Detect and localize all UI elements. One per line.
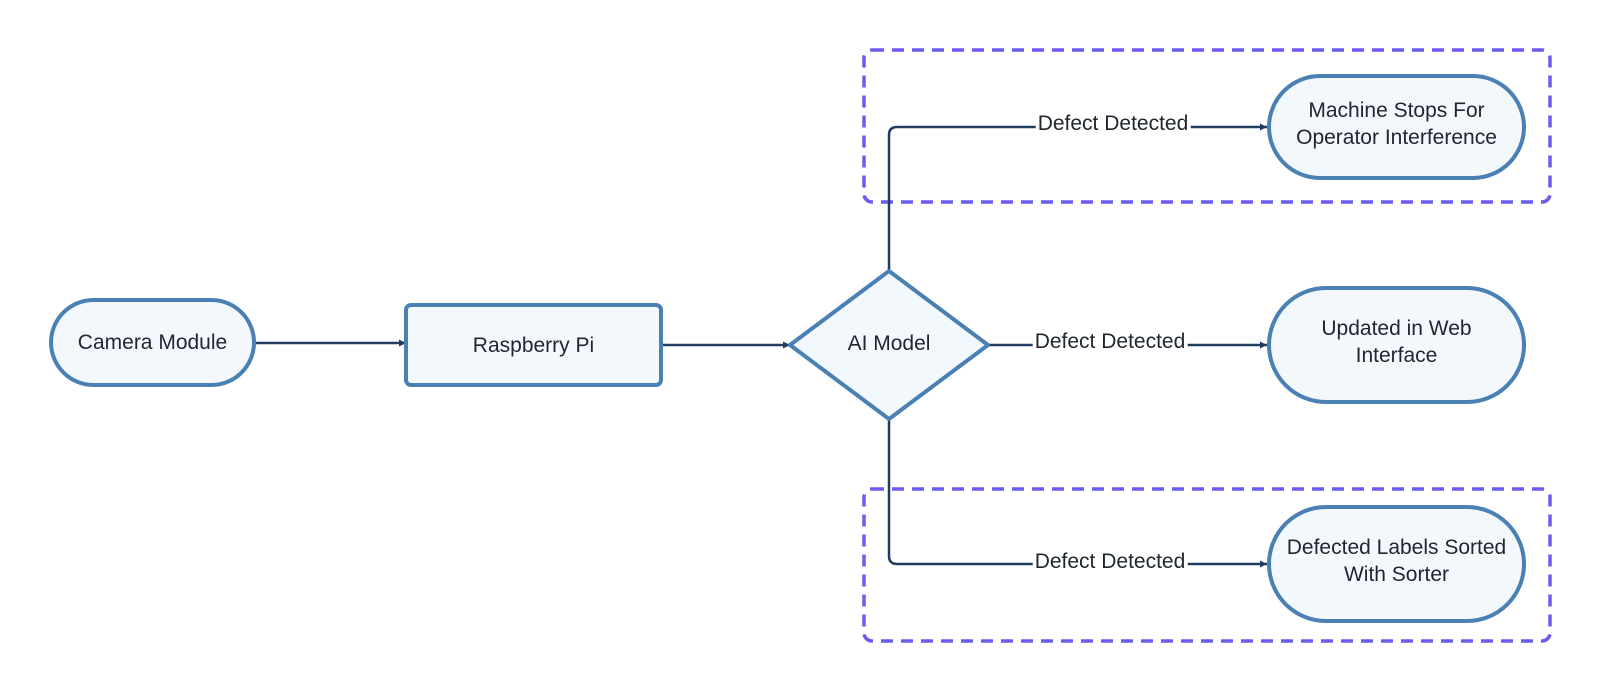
sorter-label: Defected Labels Sorted With Sorter — [1286, 536, 1507, 586]
ai-model-label: AI Model — [847, 331, 931, 355]
group-box-bottom — [862, 487, 1552, 643]
edge-label-bottom: Defect Detected — [1032, 549, 1188, 575]
raspberry-pi-label: Raspberry Pi — [472, 333, 595, 357]
edge-ai-to-machine — [887, 123, 1267, 271]
web-interface-label: Updated in Web Interface — [1321, 317, 1472, 367]
edge-label-middle: Defect Detected — [1032, 329, 1188, 355]
group-box-top — [862, 48, 1552, 204]
edge-label-top: Defect Detected — [1035, 111, 1191, 137]
web-interface-node — [1267, 286, 1526, 404]
raspberry-pi-node — [404, 303, 663, 387]
camera-module-label: Camera Module — [77, 331, 228, 354]
camera-module-node — [49, 298, 256, 387]
machine-stops-node — [1267, 74, 1526, 180]
sorter-node — [1267, 505, 1526, 623]
machine-stops-label: Machine Stops For Operator Interference — [1296, 99, 1497, 149]
edge-ai-to-sorter — [887, 419, 1267, 568]
ai-model-decision-node — [788, 269, 990, 421]
